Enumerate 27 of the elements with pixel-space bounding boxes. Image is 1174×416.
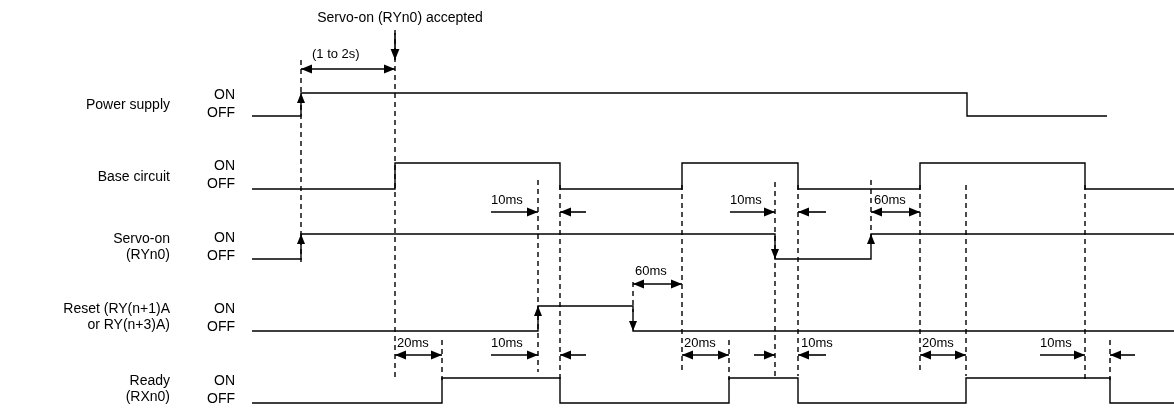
- signal-name: Ready (RXn0): [124, 372, 170, 404]
- state-label: OFF: [207, 318, 235, 334]
- signal-name: Reset (RY(n+1)A or RY(n+3)A): [62, 300, 170, 332]
- state-label: ON: [214, 372, 235, 388]
- state-label: OFF: [207, 247, 235, 263]
- duration-label: 60ms: [635, 264, 667, 278]
- state-label: ON: [214, 229, 235, 245]
- duration-label: 10ms: [491, 193, 523, 207]
- event-label: Servo-on (RYn0) accepted: [317, 9, 483, 25]
- state-label: ON: [214, 300, 235, 316]
- duration-label: 20ms: [684, 336, 716, 350]
- duration-label: 20ms: [397, 336, 429, 350]
- duration-label: (1 to 2s): [312, 47, 360, 61]
- signal-name: Servo-on (RYn0): [112, 230, 170, 262]
- duration-label: 10ms: [801, 336, 833, 350]
- state-label: OFF: [207, 175, 235, 191]
- state-label: ON: [214, 157, 235, 173]
- signal-name: Power supply: [85, 96, 170, 112]
- state-label: OFF: [207, 390, 235, 406]
- duration-label: 10ms: [491, 336, 523, 350]
- duration-label: 10ms: [730, 193, 762, 207]
- state-label: OFF: [207, 104, 235, 120]
- state-label: ON: [214, 86, 235, 102]
- duration-label: 60ms: [874, 193, 906, 207]
- signal-name: Base circuit: [97, 168, 170, 184]
- duration-label: 20ms: [922, 336, 954, 350]
- duration-label: 10ms: [1040, 336, 1072, 350]
